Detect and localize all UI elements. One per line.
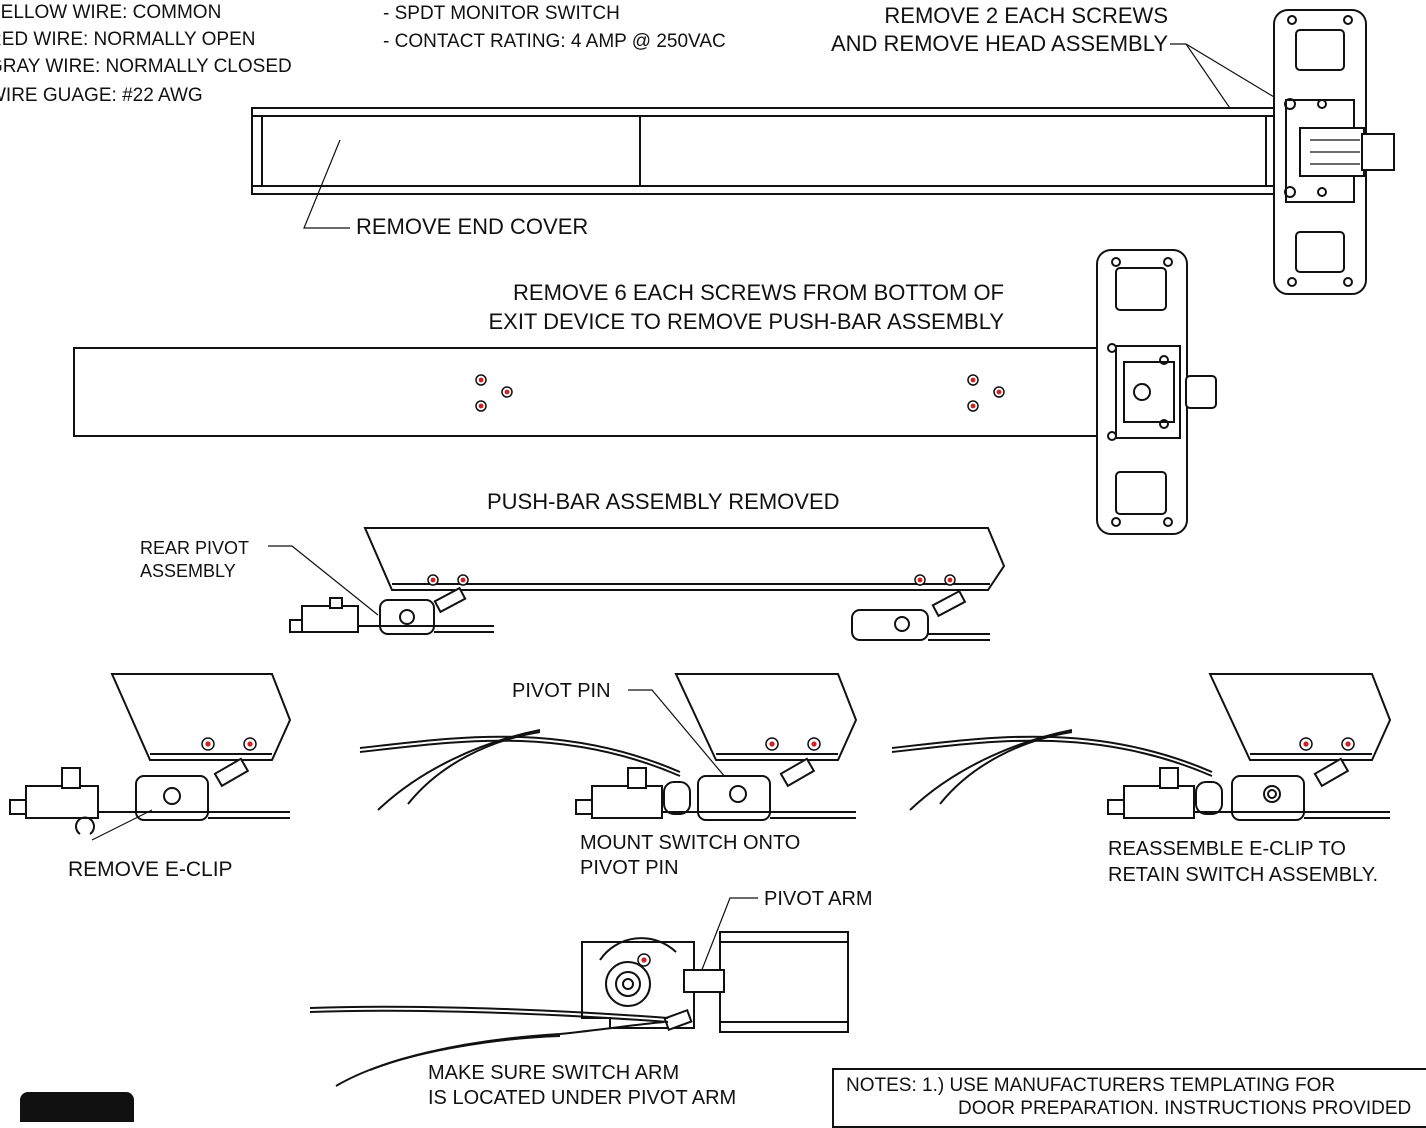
step-remove-eclip	[9, 673, 292, 841]
manufacturer-logo	[20, 1092, 134, 1122]
rear-pivot-line: ASSEMBLY	[140, 561, 236, 581]
remove-pushbar-line: REMOVE 6 EACH SCREWS FROM BOTTOM OF	[513, 280, 1004, 305]
switch-spec-line: - CONTACT RATING: 4 AMP @ 250VAC	[383, 31, 726, 52]
wire-spec-block: YELLOW WIRE: COMMON RED WIRE: NORMALLY O…	[0, 2, 292, 106]
pivot-arm-label: PIVOT ARM	[764, 888, 873, 910]
make-sure-line: MAKE SURE SWITCH ARM	[428, 1062, 679, 1084]
screw-group-left	[475, 374, 513, 412]
leader-line	[268, 545, 379, 616]
pushbar-removed-label: PUSH-BAR ASSEMBLY REMOVED	[487, 489, 840, 514]
wire-spec-line: GRAY WIRE: NORMALLY CLOSED	[0, 56, 292, 77]
remove-eclip-label: REMOVE E-CLIP	[68, 858, 233, 881]
mount-switch-label: MOUNT SWITCH ONTO PIVOT PIN	[580, 832, 800, 879]
remove-pushbar-label: REMOVE 6 EACH SCREWS FROM BOTTOM OF EXIT…	[488, 280, 1004, 334]
step-reassemble	[891, 673, 1392, 821]
exit-device-middle	[73, 249, 1217, 535]
notes-line: NOTES: 1.) USE MANUFACTURERS TEMPLATING …	[846, 1075, 1336, 1096]
remove-pushbar-line: EXIT DEVICE TO REMOVE PUSH-BAR ASSEMBLY	[488, 309, 1004, 334]
reassemble-label: REASSEMBLE E-CLIP TO RETAIN SWITCH ASSEM…	[1108, 838, 1378, 886]
wire-spec-line: WIRE GUAGE: #22 AWG	[0, 85, 203, 106]
mount-switch-line: MOUNT SWITCH ONTO	[580, 832, 800, 854]
wire-spec-line: RED WIRE: NORMALLY OPEN	[0, 29, 255, 50]
mount-switch-line: PIVOT PIN	[580, 857, 679, 879]
notes-line: DOOR PREPARATION. INSTRUCTIONS PROVIDED	[958, 1098, 1412, 1119]
remove-head-line: REMOVE 2 EACH SCREWS	[884, 3, 1168, 28]
rear-pivot-label: REAR PIVOT ASSEMBLY	[140, 538, 249, 581]
leader-line	[628, 689, 737, 791]
pushbar-assembly	[289, 527, 1006, 641]
remove-head-line: AND REMOVE HEAD ASSEMBLY	[831, 31, 1168, 56]
make-sure-label: MAKE SURE SWITCH ARM IS LOCATED UNDER PI…	[428, 1062, 736, 1107]
switch-spec-block: - SPDT MONITOR SWITCH - CONTACT RATING: …	[383, 3, 726, 52]
leader-line	[1170, 43, 1285, 104]
pivot-pin-label: PIVOT PIN	[512, 680, 611, 702]
make-sure-line: IS LOCATED UNDER PIVOT ARM	[428, 1087, 736, 1107]
switch-spec-line: - SPDT MONITOR SWITCH	[383, 3, 620, 24]
step-pivot-arm-detail	[309, 931, 849, 1087]
rear-pivot-line: REAR PIVOT	[140, 538, 249, 558]
remove-head-label: REMOVE 2 EACH SCREWS AND REMOVE HEAD ASS…	[831, 3, 1168, 56]
remove-end-cover-label: REMOVE END COVER	[356, 214, 588, 239]
reassemble-line: REASSEMBLE E-CLIP TO	[1108, 838, 1346, 860]
screw-group-right	[967, 374, 1005, 412]
step-mount-switch	[359, 673, 858, 821]
leader-line	[693, 897, 758, 991]
exit-device-top	[251, 9, 1395, 295]
notes-box: NOTES: 1.) USE MANUFACTURERS TEMPLATING …	[832, 1068, 1426, 1128]
reassemble-line: RETAIN SWITCH ASSEMBLY.	[1108, 864, 1378, 886]
wire-spec-line: YELLOW WIRE: COMMON	[0, 2, 221, 23]
leader-line	[303, 139, 350, 229]
